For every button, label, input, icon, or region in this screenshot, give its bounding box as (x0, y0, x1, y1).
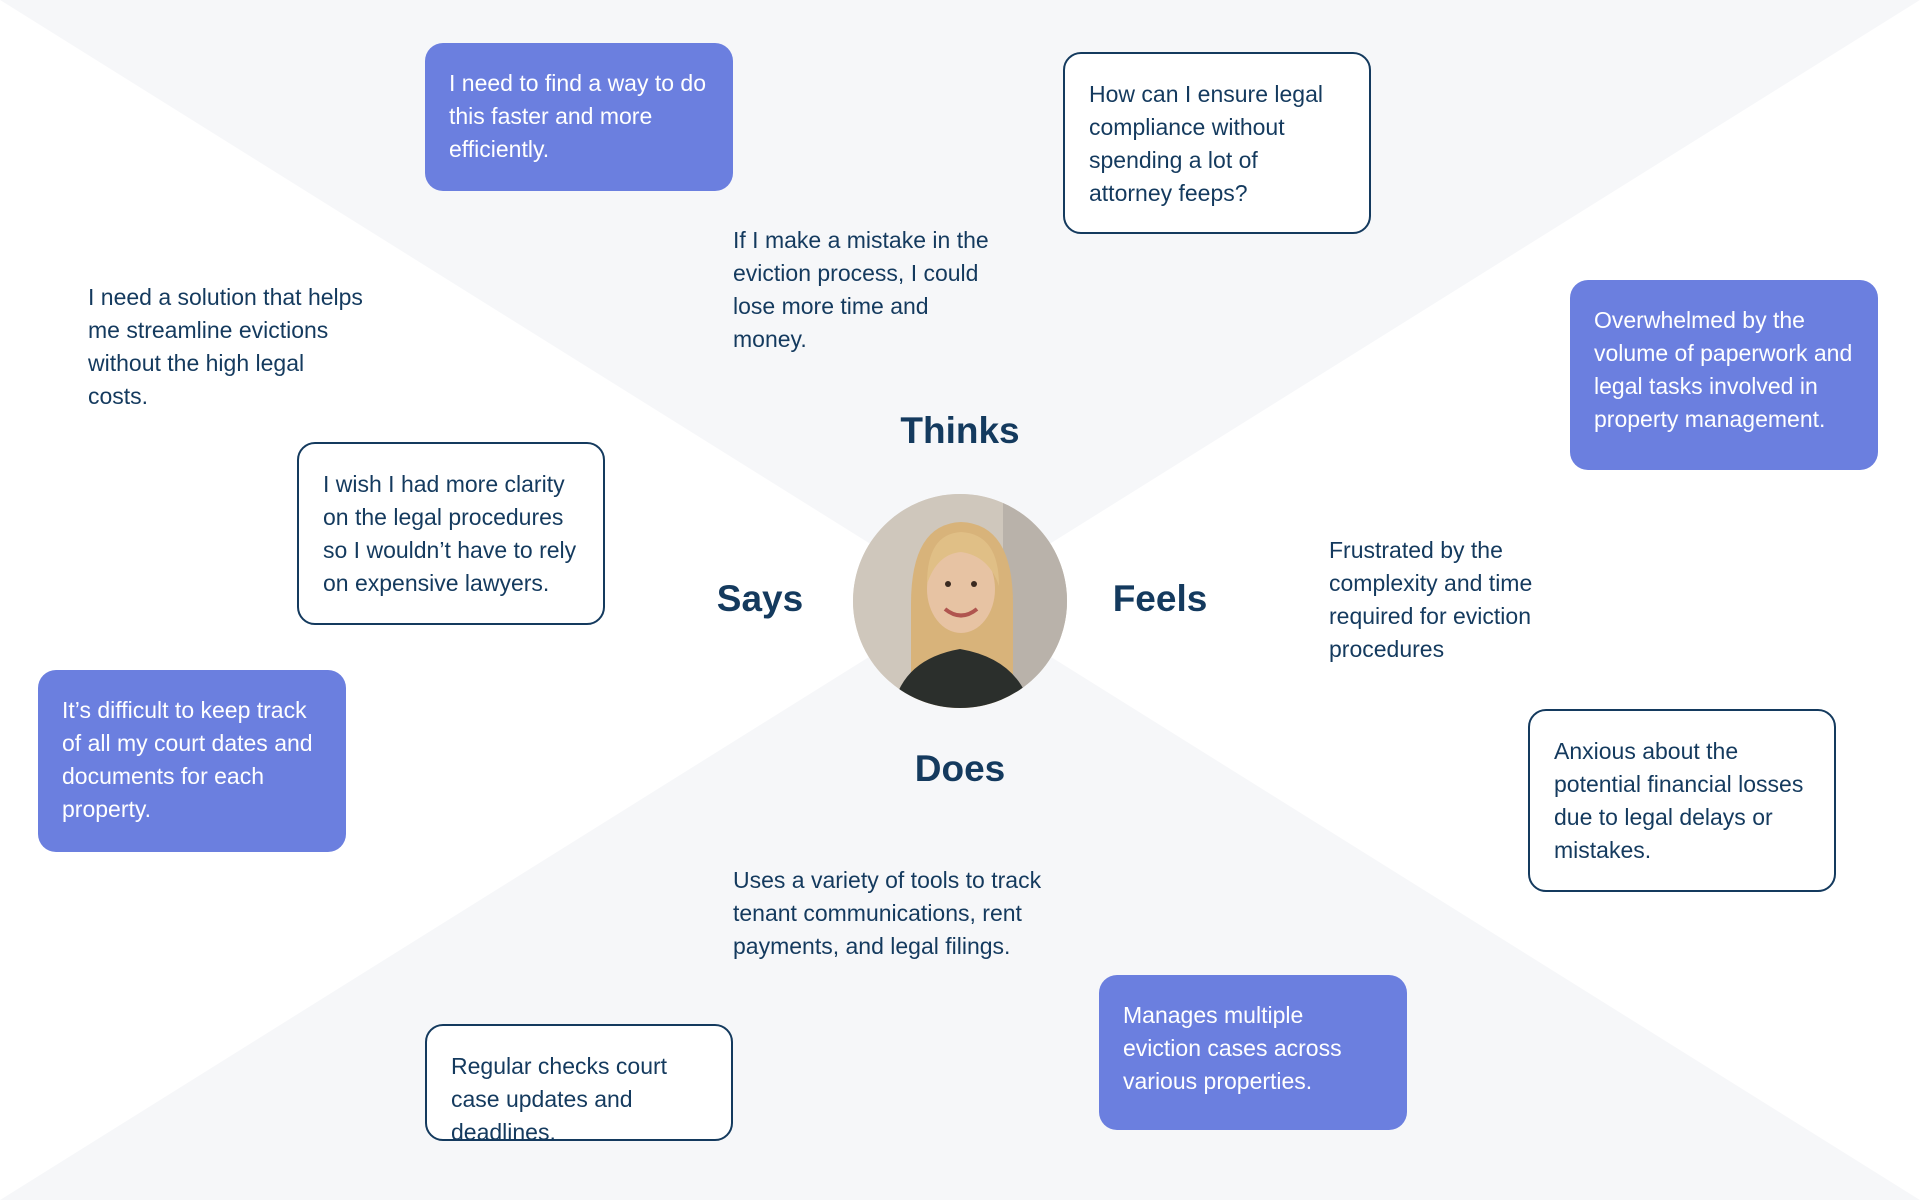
persona-avatar (853, 494, 1067, 708)
does-card-court-updates: Regular checks court case updates and de… (425, 1024, 733, 1145)
says-card-efficiency: I need to find a way to do this faster a… (425, 43, 733, 191)
does-note-tools: Uses a variety of tools to track tenant … (733, 867, 1042, 959)
feels-card-anxious: Anxious about the potential financial lo… (1528, 709, 1836, 892)
thinks-note-mistake: If I make a mistake in the eviction proc… (733, 227, 989, 352)
does-card-cases: Manages multiple eviction cases across v… (1099, 975, 1407, 1130)
feels-note-frustrated: Frustrated by the complexity and time re… (1329, 537, 1533, 662)
thinks-label: Thinks (900, 410, 1020, 451)
person-photo-icon (853, 494, 1067, 708)
feels-card-overwhelmed: Overwhelmed by the volume of paperwork a… (1570, 280, 1878, 470)
does-label: Does (914, 748, 1006, 789)
thinks-card-compliance: How can I ensure legal compliance withou… (1063, 52, 1371, 234)
says-note-streamline: I need a solution that helps me streamli… (88, 284, 363, 409)
says-card-court-dates: It’s difficult to keep track of all my c… (38, 670, 346, 852)
says-card-clarity: I wish I had more clarity on the legal p… (297, 442, 605, 625)
feels-label: Feels (1112, 578, 1208, 619)
says-label: Says (716, 578, 804, 619)
